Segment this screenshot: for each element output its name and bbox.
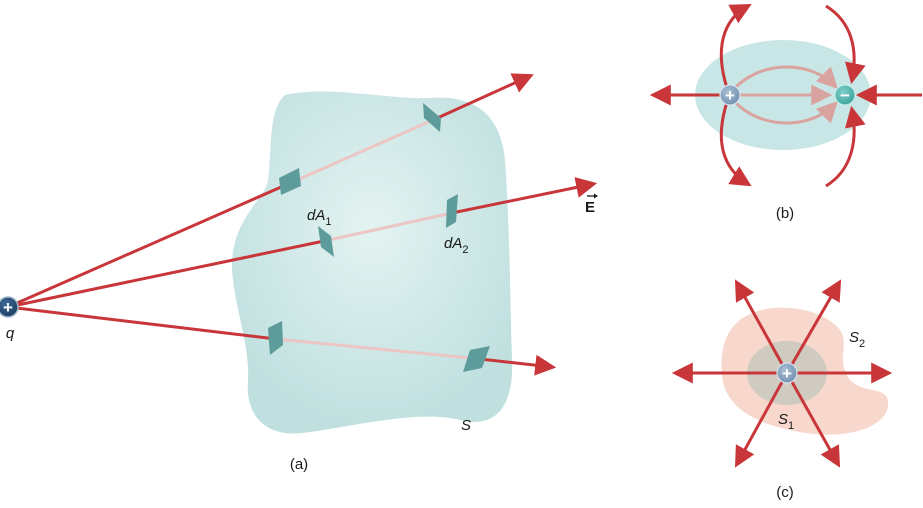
charge-q-sign: + (3, 298, 13, 317)
field-line-bottom (7, 305, 277, 341)
caption-b: (b) (776, 205, 794, 222)
caption-a: (a) (290, 456, 308, 473)
panel-a: + q dA1 dA2 E S (a) (0, 73, 598, 473)
field-line-middle-inside (323, 211, 453, 243)
radial-line-upper-right (785, 279, 842, 374)
field-line-bottom-outside (479, 354, 557, 376)
field-line-top (7, 182, 289, 309)
surface-s-label: S (461, 417, 471, 434)
dipole-positive-charge (719, 84, 741, 106)
charge-q-label: q (6, 325, 15, 342)
surface-s1-label: S1 (778, 411, 794, 432)
panel-c: + S1 S2 (c) (671, 279, 893, 501)
radial-line-lower-left (734, 372, 789, 468)
dipole-lower-left-arc (719, 101, 752, 187)
field-vector-label: E (585, 193, 598, 216)
area-patch-top-exit (423, 103, 441, 132)
svg-text:E: E (585, 199, 595, 216)
da1-label: dA1 (307, 207, 331, 228)
field-line-middle (7, 239, 325, 309)
dipole-negative-sign: − (840, 86, 850, 105)
dipole-lower-right-arc (825, 105, 866, 188)
surface-s2-label: S2 (849, 329, 865, 350)
dipole-upper-left-arc (719, 4, 752, 89)
area-patch-bottom-entry (268, 321, 283, 355)
field-line-middle-outside (451, 177, 598, 215)
area-patch-da1 (318, 226, 334, 257)
radial-line-lower-right (785, 372, 841, 468)
point-charge-c-sign: + (782, 364, 792, 383)
field-line-bottom-inside (275, 337, 481, 361)
field-line-top-outside (432, 73, 534, 122)
dipole-negative-charge (834, 84, 856, 106)
da2-label: dA2 (444, 235, 468, 256)
caption-c: (c) (776, 484, 794, 501)
dipole-upper-right-arc (825, 4, 866, 85)
dipole-inner-line-lower (731, 98, 838, 125)
charge-q (0, 296, 19, 318)
panel-b: + − (b) (649, 4, 922, 222)
area-patch-da2 (446, 194, 458, 228)
point-charge-c (776, 362, 798, 384)
area-patch-top-entry (279, 168, 301, 195)
radial-line-upper-left (734, 279, 789, 374)
dipole-positive-sign: + (725, 86, 735, 105)
closed-surface-s (231, 91, 513, 434)
field-line-top-inside (287, 118, 434, 186)
dipole-inner-line-upper (731, 65, 838, 92)
area-patch-bottom-exit (463, 346, 490, 372)
